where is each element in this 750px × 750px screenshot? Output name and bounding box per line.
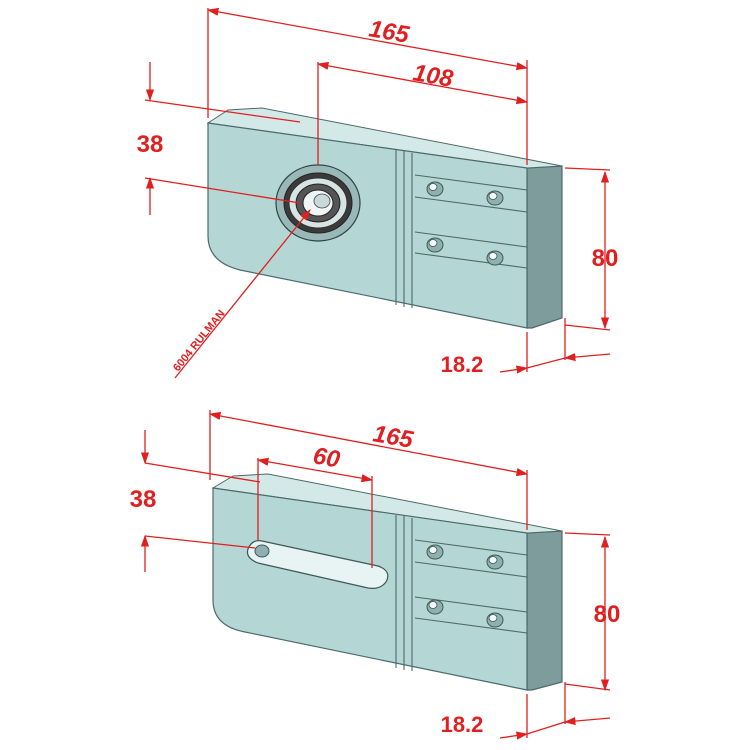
lower-plate-end-face [526,530,563,691]
lower-bolt-holes [426,544,504,628]
lower-length-label: 165 [371,420,416,454]
adjustment-slot [246,540,389,589]
upper-bearing-height-label: 38 [137,131,164,158]
lower-slot-length-label: 60 [311,442,343,473]
upper-bearing-offset-label: 108 [411,59,456,93]
upper-width-label: 80 [592,245,619,272]
lower-width-label: 80 [594,601,621,628]
lower-plate-front-face [212,487,528,691]
upper-length-label: 165 [367,15,412,49]
upper-channel-lines [414,174,528,269]
lower-part-view: 165 60 38 80 18.2 [130,410,621,740]
upper-thickness-label: 18.2 [441,352,484,377]
upper-part-view: 165 108 38 80 18.2 6004 RULMAN [137,7,619,379]
slot-end-circle [254,544,270,558]
bearing-icon [275,164,361,242]
bearing-note-label: 6004 RULMAN [171,308,228,374]
lower-slot-height-label: 38 [130,486,157,513]
lower-thickness-label: 18.2 [441,712,484,737]
upper-plate-end-face [526,165,563,329]
upper-plate-front-face [207,122,528,329]
upper-bolt-holes [426,181,504,266]
lower-channel-lines [414,539,528,634]
